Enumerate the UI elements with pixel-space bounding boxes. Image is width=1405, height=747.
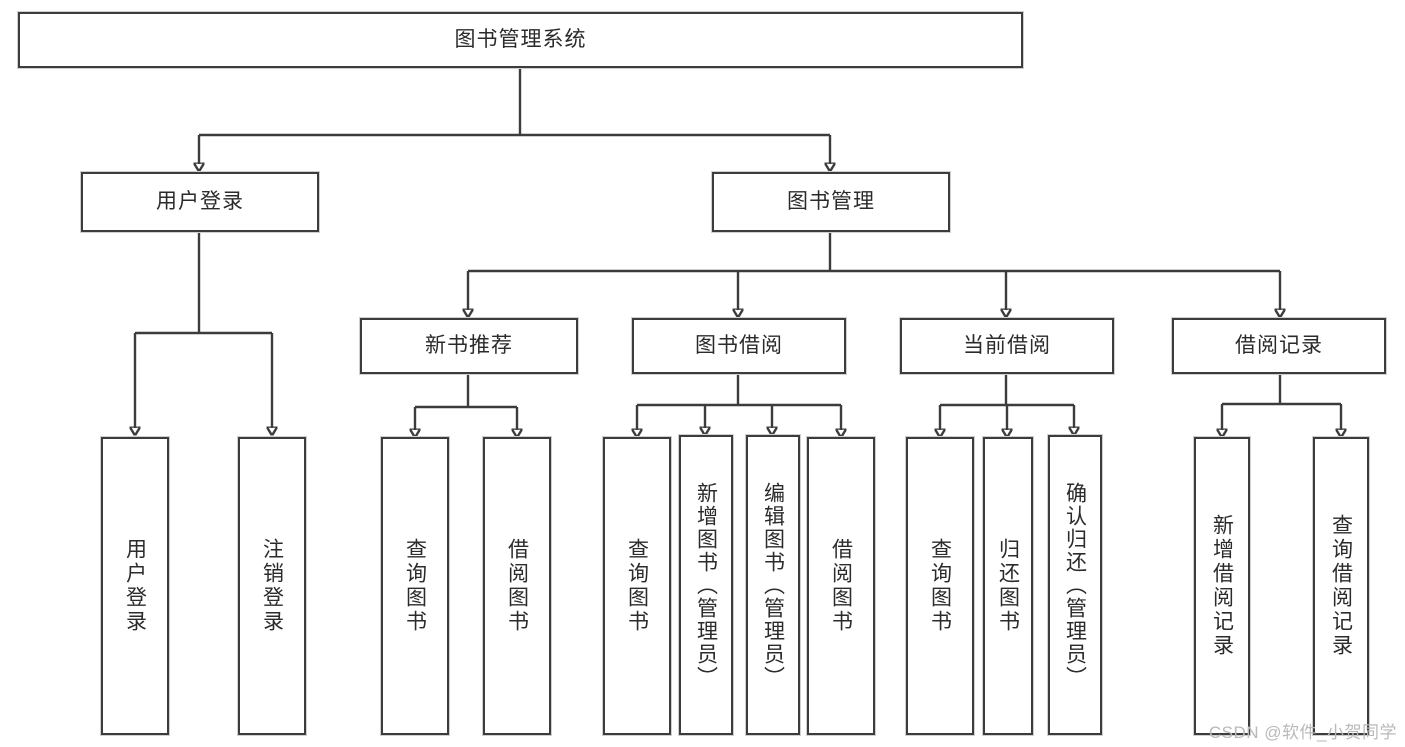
node-borrowing-record[interactable]: 借阅记录 <box>1172 318 1386 374</box>
leaf-label: 借阅图书 <box>829 538 853 634</box>
node-new-book-recommendation[interactable]: 新书推荐 <box>360 318 578 374</box>
leaf-label: 编辑图书（管理员） <box>761 481 785 689</box>
leaf-label: 用户登录 <box>123 538 147 634</box>
node-label: 借阅记录 <box>1235 334 1323 358</box>
leaf-label: 借阅图书 <box>505 538 529 634</box>
leaf-current-query-book[interactable]: 查询图书 <box>906 437 974 735</box>
leaf-recommend-query-book[interactable]: 查询图书 <box>381 437 449 735</box>
leaf-label: 注销登录 <box>260 538 284 634</box>
leaf-label: 查询借阅记录 <box>1329 514 1353 658</box>
node-user-login[interactable]: 用户登录 <box>81 172 319 232</box>
leaf-recommend-borrow-book[interactable]: 借阅图书 <box>483 437 551 735</box>
leaf-record-add-record[interactable]: 新增借阅记录 <box>1194 437 1250 735</box>
node-label: 新书推荐 <box>425 334 513 358</box>
leaf-borrow-borrow-book[interactable]: 借阅图书 <box>807 437 875 735</box>
node-label: 当前借阅 <box>963 334 1051 358</box>
node-label: 图书借阅 <box>695 334 783 358</box>
leaf-label: 新增借阅记录 <box>1210 514 1234 658</box>
leaf-borrow-query-book[interactable]: 查询图书 <box>603 437 671 735</box>
leaf-current-return-book[interactable]: 归还图书 <box>983 437 1033 735</box>
leaf-current-confirm-return-admin[interactable]: 确认归还（管理员） <box>1048 435 1102 735</box>
leaf-label: 查询图书 <box>625 538 649 634</box>
leaf-label: 查询图书 <box>928 538 952 634</box>
node-current-borrowing[interactable]: 当前借阅 <box>900 318 1114 374</box>
node-label: 用户登录 <box>156 190 244 214</box>
leaf-borrow-add-book-admin[interactable]: 新增图书（管理员） <box>679 435 733 735</box>
node-label: 图书管理系统 <box>454 28 587 52</box>
leaf-label: 确认归还（管理员） <box>1063 481 1087 689</box>
node-book-borrowing[interactable]: 图书借阅 <box>632 318 846 374</box>
leaf-label: 归还图书 <box>996 538 1020 634</box>
node-label: 图书管理 <box>787 190 875 214</box>
leaf-label: 查询图书 <box>403 538 427 634</box>
node-root-book-management-system[interactable]: 图书管理系统 <box>18 12 1023 68</box>
csdn-watermark: CSDN @软件_小贺同学 <box>1208 723 1397 742</box>
leaf-user-login-login[interactable]: 用户登录 <box>101 437 169 735</box>
leaf-record-query-record[interactable]: 查询借阅记录 <box>1313 437 1369 735</box>
node-book-management[interactable]: 图书管理 <box>712 172 950 232</box>
leaf-borrow-edit-book-admin[interactable]: 编辑图书（管理员） <box>746 435 800 735</box>
leaf-user-login-logout[interactable]: 注销登录 <box>238 437 306 735</box>
leaf-label: 新增图书（管理员） <box>694 481 718 689</box>
